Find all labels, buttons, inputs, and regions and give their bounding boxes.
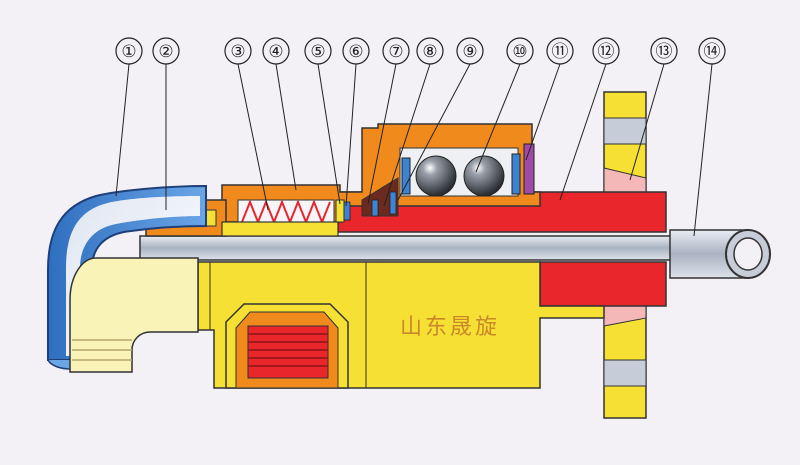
callout-leaders — [115, 63, 713, 237]
bearing-washer — [401, 157, 411, 195]
callout-10: ⑩ — [506, 37, 534, 65]
lower-body — [156, 261, 605, 389]
svg-text:⑬: ⑬ — [656, 42, 673, 62]
callout-11: ⑪ — [546, 37, 574, 65]
svg-text:⑥: ⑥ — [348, 42, 363, 62]
svg-text:⑩: ⑩ — [512, 42, 527, 62]
bearing-washer-right — [511, 153, 521, 195]
svg-text:⑧: ⑧ — [422, 42, 437, 62]
callout-12: ⑫ — [592, 37, 620, 65]
svg-text:⑤: ⑤ — [310, 42, 325, 62]
callout-13: ⑬ — [650, 37, 678, 65]
callout-8: ⑧ — [416, 37, 444, 65]
seal-face — [361, 177, 399, 217]
callout-14: ⑭ — [698, 37, 726, 65]
callout-3: ③ — [224, 37, 252, 65]
callout-2: ② — [152, 37, 180, 65]
svg-text:②: ② — [158, 42, 173, 62]
svg-text:③: ③ — [230, 42, 245, 62]
elbow-body — [69, 257, 199, 373]
callout-5: ⑤ — [304, 37, 332, 65]
callout-labels: ① ② ③ ④ ⑤ ⑥ ⑦ ⑧ ⑨ ⑩ ⑪ ⑫ ⑬ ⑭ — [115, 37, 726, 65]
steel-ball — [415, 155, 457, 197]
flange — [603, 91, 647, 419]
svg-text:④: ④ — [268, 42, 283, 62]
callout-4: ④ — [262, 37, 290, 65]
svg-text:⑨: ⑨ — [462, 42, 477, 62]
steel-ball-2 — [463, 155, 505, 197]
callout-6: ⑥ — [342, 37, 370, 65]
callout-1: ① — [115, 37, 143, 65]
gasket — [343, 201, 351, 221]
shaft-sleeve — [221, 221, 339, 237]
svg-text:⑫: ⑫ — [598, 42, 615, 62]
retainer — [523, 143, 535, 195]
callout-7: ⑦ — [382, 37, 410, 65]
brand-text: 山东晟旋 — [400, 315, 500, 340]
svg-text:⑭: ⑭ — [704, 42, 721, 62]
svg-text:⑦: ⑦ — [388, 42, 403, 62]
svg-text:①: ① — [121, 42, 136, 62]
siphon-tube — [139, 229, 771, 279]
spring — [237, 199, 335, 225]
callout-9: ⑨ — [456, 37, 484, 65]
threaded-port — [225, 303, 349, 389]
svg-text:⑪: ⑪ — [552, 42, 569, 62]
